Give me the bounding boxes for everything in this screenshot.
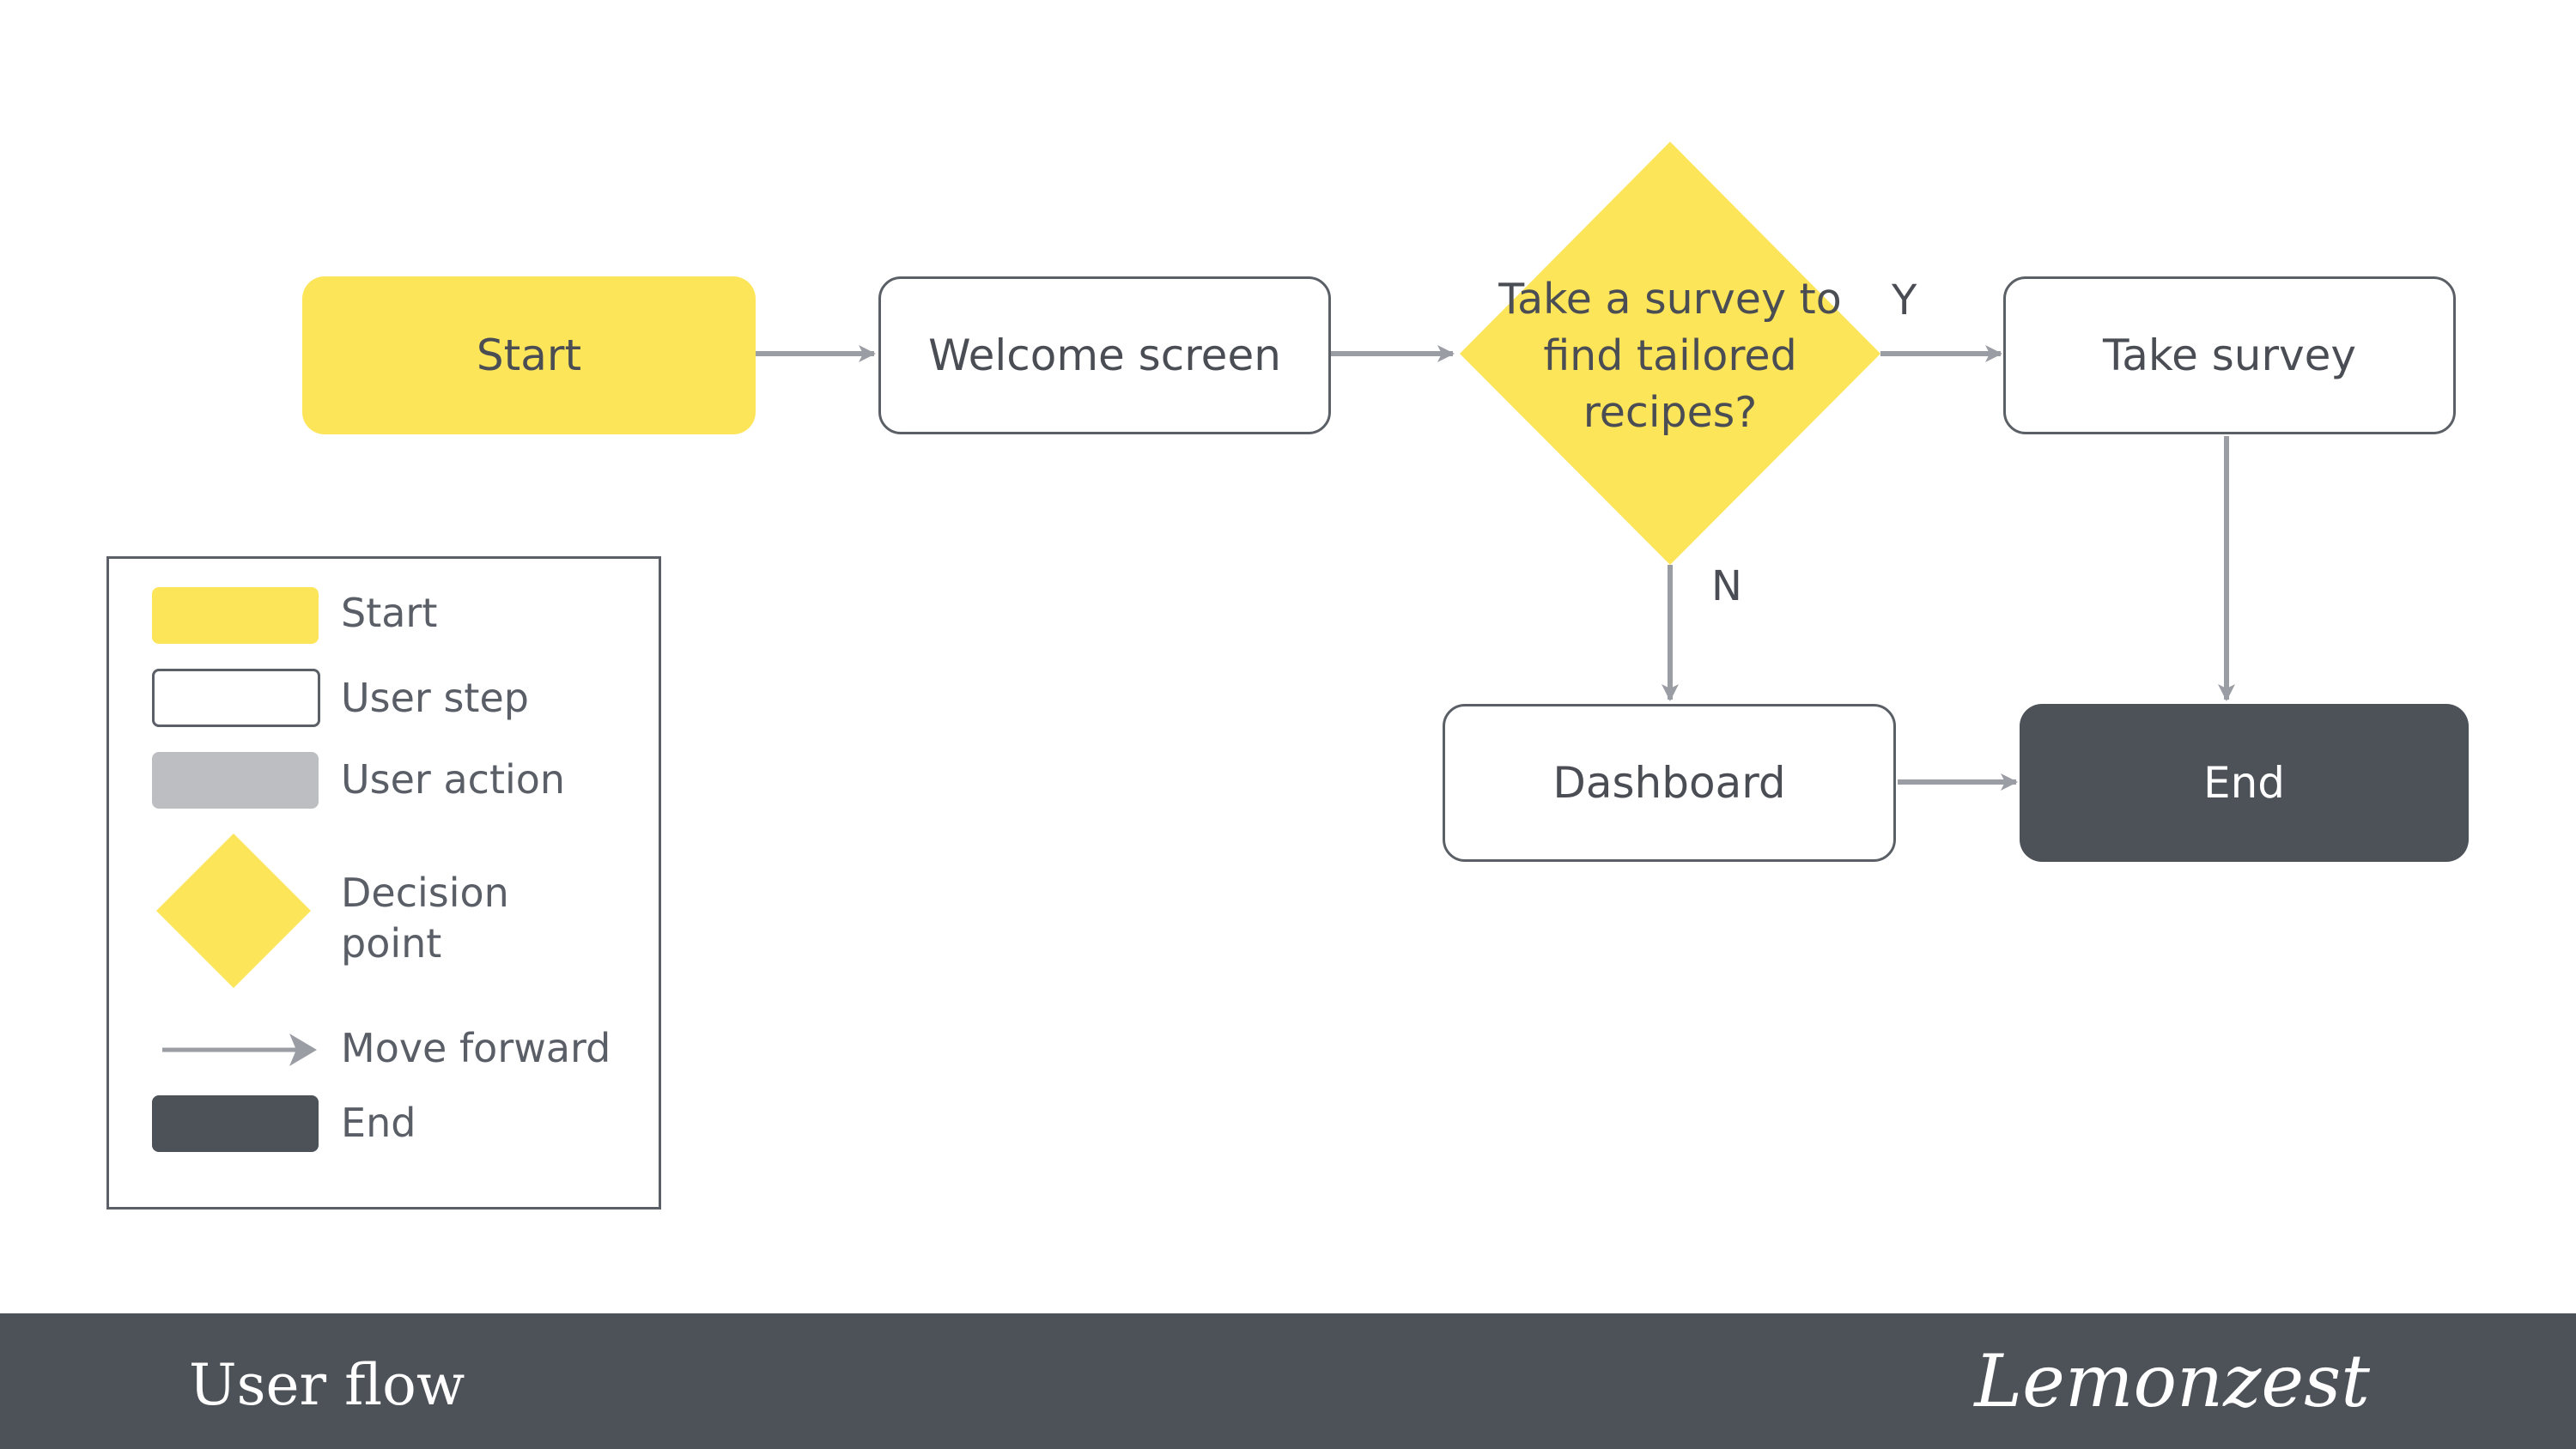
dashboard-label: Dashboard bbox=[1552, 758, 1786, 808]
brand-logo: Lemonzest bbox=[1974, 1339, 2370, 1423]
legend-user-step-swatch bbox=[152, 669, 320, 727]
legend-end-label: End bbox=[341, 1100, 416, 1146]
end-node[interactable]: End bbox=[2020, 704, 2469, 862]
footer-title: User flow bbox=[189, 1352, 465, 1418]
legend-decision-label-line2: point bbox=[341, 920, 442, 967]
decision-diamond[interactable] bbox=[1460, 142, 1880, 565]
legend-move-forward-label: Move forward bbox=[341, 1025, 611, 1071]
start-node[interactable]: Start bbox=[302, 276, 756, 434]
take-survey-node[interactable]: Take survey bbox=[2003, 276, 2456, 434]
take-survey-label: Take survey bbox=[2103, 330, 2356, 380]
dashboard-node[interactable]: Dashboard bbox=[1443, 704, 1896, 862]
footer-bar: User flow Lemonzest bbox=[0, 1313, 2576, 1449]
legend-start-label: Start bbox=[341, 590, 438, 636]
legend-start-swatch bbox=[152, 587, 319, 644]
legend-user-action-label: User action bbox=[341, 756, 566, 803]
legend-decision-label-line1: Decision bbox=[341, 870, 509, 916]
legend-end-swatch bbox=[152, 1095, 319, 1152]
legend-user-step-label: User step bbox=[341, 675, 529, 721]
end-node-label: End bbox=[2202, 758, 2286, 808]
start-node-label: Start bbox=[476, 330, 582, 380]
welcome-screen-label: Welcome screen bbox=[928, 330, 1281, 380]
legend-move-forward-arrow-icon bbox=[162, 1034, 317, 1066]
edge-label-no: N bbox=[1711, 562, 1742, 610]
legend-user-action-swatch bbox=[152, 752, 319, 809]
welcome-screen-node[interactable]: Welcome screen bbox=[878, 276, 1331, 434]
decision-label: Take a survey to find tailored recipes? bbox=[1498, 275, 1842, 437]
edge-label-yes: Y bbox=[1892, 276, 1917, 324]
legend: Start User step User action Decision poi… bbox=[106, 556, 661, 1210]
legend-decision-swatch bbox=[156, 834, 311, 988]
